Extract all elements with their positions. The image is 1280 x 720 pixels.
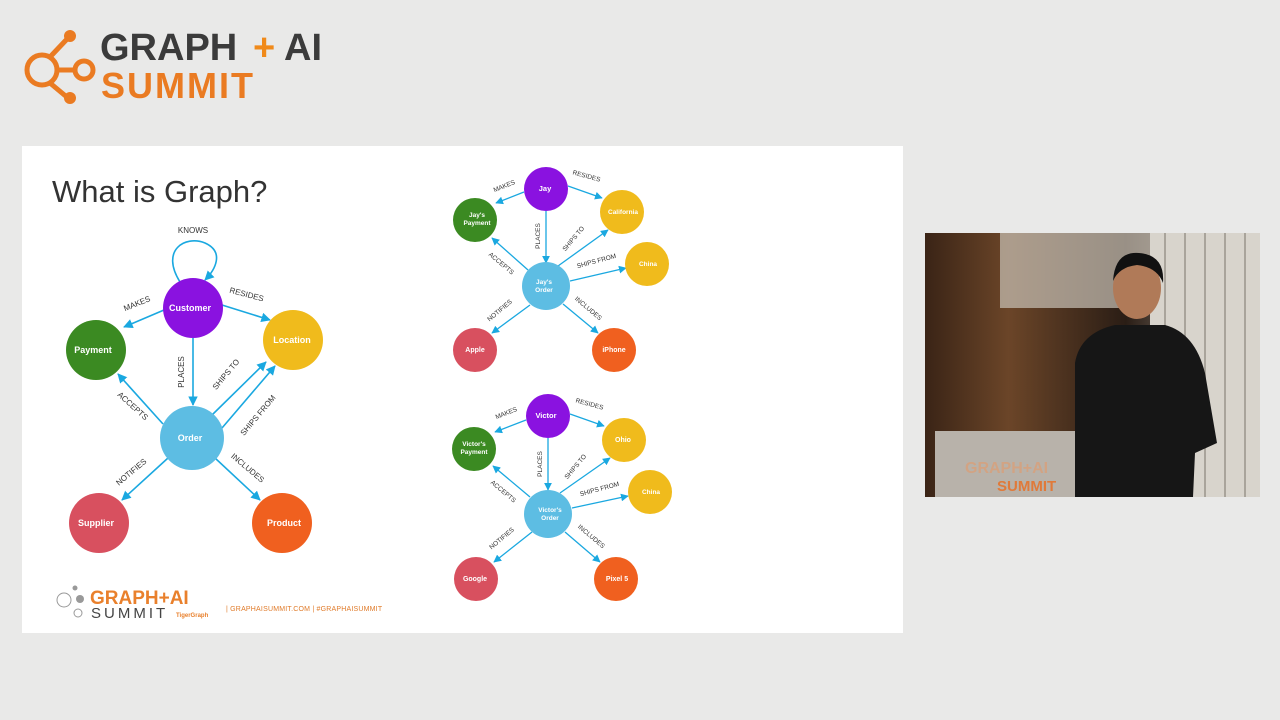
generic-graph-edges xyxy=(117,240,276,501)
edge-makes: MAKES xyxy=(122,294,151,313)
edge-ships-to: SHIPS TO xyxy=(211,357,242,391)
generic-graph-nodes: Customer Payment Location Order Supplier… xyxy=(66,278,323,553)
node-order-line2: Order xyxy=(541,515,559,522)
node-customer: Customer xyxy=(163,278,223,338)
node-iphone: iPhone xyxy=(602,347,625,354)
edge-places: PLACES xyxy=(537,451,544,477)
edge-makes: MAKES xyxy=(495,406,519,421)
graph-diagrams: KNOWS MAKES RESIDES PLACES SHIPS TO SHIP… xyxy=(56,167,672,622)
svg-text:Customer: Customer xyxy=(169,303,212,313)
node-china: China xyxy=(642,489,660,496)
logo-plus: + xyxy=(253,28,275,69)
node-victor: Victor xyxy=(535,411,556,420)
slide-title: What is Graph? xyxy=(52,174,268,209)
svg-text:Product: Product xyxy=(267,518,301,528)
node-ohio: Ohio xyxy=(615,437,631,444)
podium-logo-line2: SUMMIT xyxy=(997,478,1056,495)
logo-graph: GRAPH xyxy=(100,28,237,69)
footer-logo: GRAPH+AI SUMMIT TigerGraph xyxy=(56,585,209,622)
edge-ships-from: SHIPS FROM xyxy=(579,481,620,498)
footer-logo-graph-ai: GRAPH+AI xyxy=(90,588,189,609)
node-product: Product xyxy=(252,493,312,553)
node-payment-line2: Payment xyxy=(460,449,488,456)
edge-resides: RESIDES xyxy=(572,169,602,183)
svg-text:Supplier: Supplier xyxy=(78,518,115,528)
node-jay: Jay xyxy=(539,184,552,193)
node-order-line1: Jay's xyxy=(536,279,552,286)
node-payment-line1: Jay's xyxy=(469,212,485,219)
node-order: Order xyxy=(160,406,224,470)
node-google: Google xyxy=(463,576,487,583)
edge-ships-from: SHIPS FROM xyxy=(576,253,617,270)
node-pixel: Pixel 5 xyxy=(606,576,628,583)
logo-ai: AI xyxy=(284,28,322,69)
edge-ships-to: SHIPS TO xyxy=(563,453,588,481)
presentation-slide: KNOWS MAKES RESIDES PLACES SHIPS TO SHIP… xyxy=(22,146,903,633)
footer-links: | GRAPHAISUMMIT.COM | #GRAPHAISUMMIT xyxy=(226,606,383,613)
node-payment-line1: Victor's xyxy=(462,441,486,448)
jay-graph: MAKES RESIDES PLACES SHIPS TO SHIPS FROM… xyxy=(453,167,669,372)
speaker-video: GRAPH+AI SUMMIT xyxy=(925,233,1260,497)
edge-resides: RESIDES xyxy=(575,397,605,411)
svg-text:Payment: Payment xyxy=(74,345,112,355)
node-california: California xyxy=(608,209,638,216)
edge-places: PLACES xyxy=(177,356,186,388)
edge-includes: INCLUDES xyxy=(573,296,603,323)
node-china: China xyxy=(639,261,657,268)
edge-includes: INCLUDES xyxy=(576,524,606,551)
edge-includes: INCLUDES xyxy=(229,452,266,485)
edge-ships-from: SHIPS FROM xyxy=(239,393,278,437)
footer-logo-summit: SUMMIT xyxy=(91,605,168,622)
edge-places: PLACES xyxy=(535,223,542,249)
edge-notifies: NOTIFIES xyxy=(114,457,148,488)
svg-text:Order: Order xyxy=(178,433,203,443)
edge-resides: RESIDES xyxy=(229,286,265,304)
node-supplier: Supplier xyxy=(69,493,129,553)
victor-graph: MAKES RESIDES PLACES SHIPS TO SHIPS FROM… xyxy=(452,394,672,601)
logo-summit: SUMMIT xyxy=(101,65,255,106)
svg-text:Location: Location xyxy=(273,335,311,345)
node-payment: Payment xyxy=(66,320,126,380)
edge-makes: MAKES xyxy=(493,179,517,194)
node-apple: Apple xyxy=(465,347,485,354)
event-logo: GRAPH + AI SUMMIT xyxy=(24,28,322,106)
node-order-line1: Victor's xyxy=(538,507,562,514)
tigergraph-logo: TigerGraph xyxy=(176,613,209,619)
podium-logo-line1: GRAPH+AI xyxy=(965,460,1048,477)
node-location: Location xyxy=(263,310,323,370)
edge-knows: KNOWS xyxy=(178,226,208,235)
speaker-scene: GRAPH+AI SUMMIT xyxy=(935,233,1260,497)
edge-accepts: ACCEPTS xyxy=(116,390,150,422)
node-payment-line2: Payment xyxy=(463,220,491,227)
node-order-line2: Order xyxy=(535,287,553,294)
